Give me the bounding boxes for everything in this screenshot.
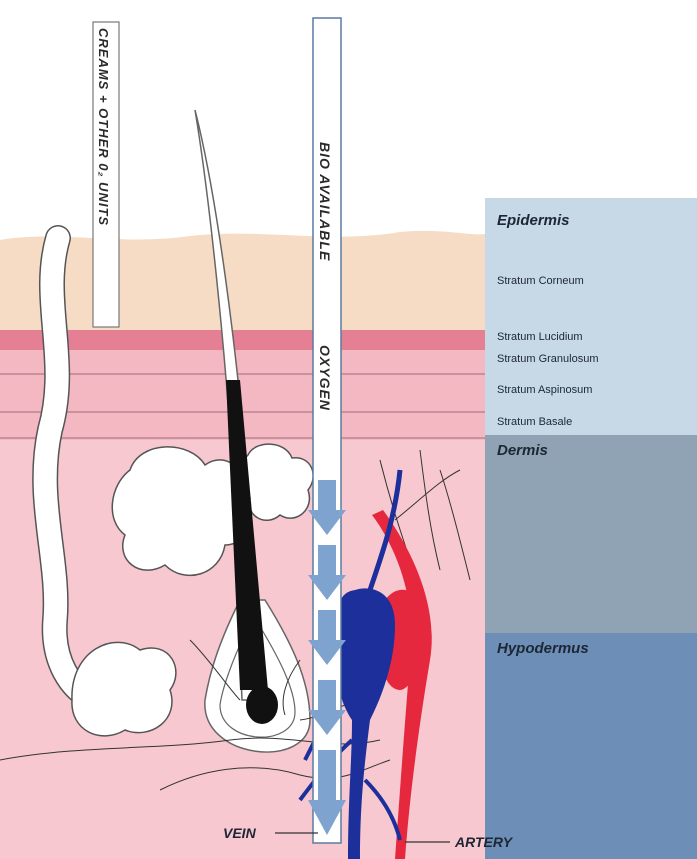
creams-label: CREAMS + OTHER 0₂ UNITS bbox=[96, 28, 111, 226]
stratum-lucidium-layer bbox=[0, 330, 485, 350]
stratum-aspinosum-label: Stratum Aspinosum bbox=[497, 384, 592, 396]
stratum-corneum-layer bbox=[0, 231, 485, 330]
oxygen-label: OXYGEN bbox=[317, 345, 333, 411]
stratum-lucidium-label: Stratum Lucidium bbox=[497, 331, 583, 343]
dermis-panel bbox=[485, 435, 697, 633]
hair-bulb bbox=[246, 686, 278, 724]
bio-available-label: BIO AVAILABLE bbox=[317, 142, 333, 261]
epidermis-panel bbox=[485, 198, 697, 435]
stratum-granulosum-label: Stratum Granulosum bbox=[497, 353, 598, 365]
hypodermus-panel bbox=[485, 633, 697, 859]
epidermis-heading: Epidermis bbox=[497, 212, 570, 229]
sweat-gland bbox=[72, 642, 176, 736]
dermis-heading: Dermis bbox=[497, 442, 548, 459]
stratum-basale-label: Stratum Basale bbox=[497, 416, 572, 428]
artery-label: ARTERY bbox=[455, 834, 512, 850]
vein-label: VEIN bbox=[223, 825, 256, 841]
hypodermus-heading: Hypodermus bbox=[497, 640, 589, 657]
stratum-corneum-label: Stratum Corneum bbox=[497, 275, 584, 287]
